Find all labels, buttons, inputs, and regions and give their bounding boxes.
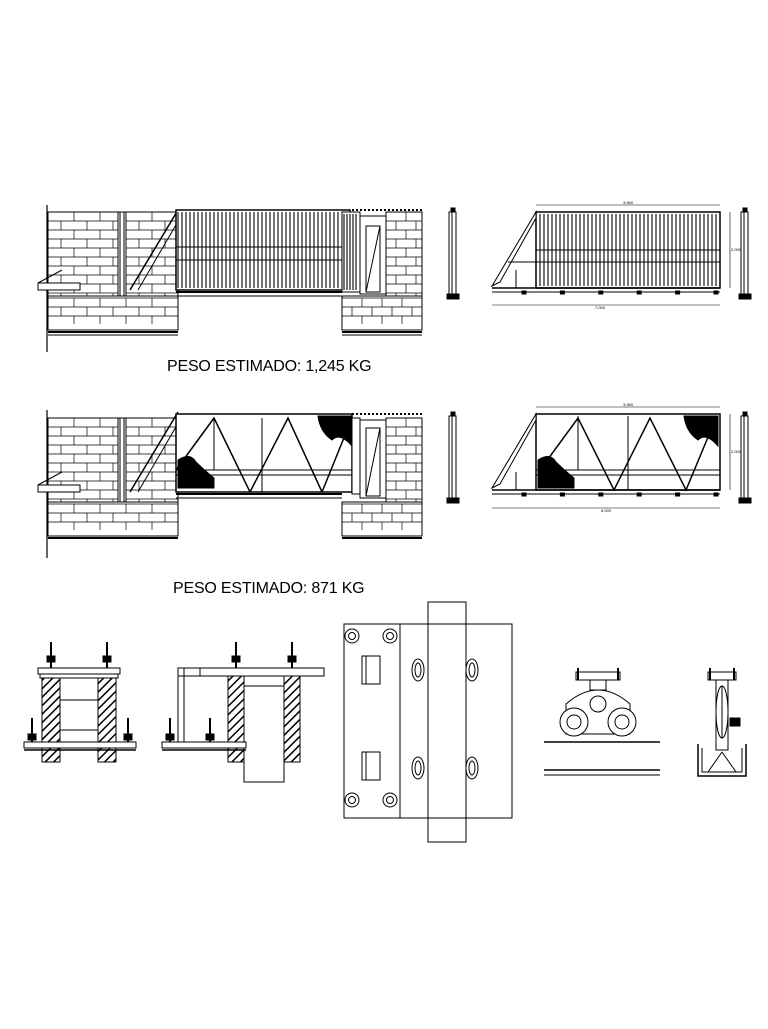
wheel-trolley-detail: [544, 668, 660, 776]
gate-1-side-profile: [446, 207, 460, 300]
dimension-label-height: 2,000: [731, 449, 742, 454]
gate-2-elevation: [37, 410, 423, 558]
bolt-icon: [27, 642, 133, 742]
wheel-side-detail: [697, 668, 747, 777]
dimension-label-bottom: 7,000: [595, 305, 606, 310]
dimension-label-top: 3,960: [623, 402, 634, 407]
gate-1-detail-side-profile: [738, 207, 752, 300]
dimension-label-bottom: 6,000: [601, 508, 612, 513]
gate-1-detail: 3,960 7,000 2,000: [490, 200, 742, 310]
gate-1-elevation: [37, 205, 423, 352]
dimension-label-top: 3,960: [623, 200, 634, 205]
roller-bracket-front-detail: [23, 642, 137, 763]
gate-2-detail-side-profile: [738, 411, 752, 504]
gate-2-weight-caption: PESO ESTIMADO: 871 KG: [173, 580, 365, 597]
gate-2-detail: 3,960 6,000 2,000: [490, 402, 742, 513]
bolt-head-icon: [344, 628, 479, 808]
guide-plate-detail: [343, 601, 513, 843]
gate-2-side-profile: [446, 411, 460, 504]
bolt-icon: [165, 642, 297, 742]
dimension-label-height: 2,000: [731, 247, 742, 252]
gate-1-weight-caption: PESO ESTIMADO: 1,245 KG: [167, 358, 372, 375]
roller-bracket-side-detail: [161, 642, 325, 783]
